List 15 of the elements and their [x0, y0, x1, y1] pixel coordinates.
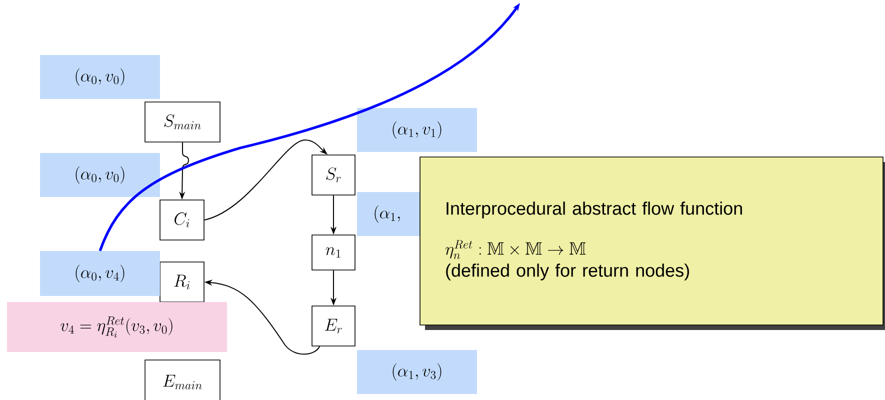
annotation-box: $(\alpha_0, v_0)$	[40, 153, 160, 197]
annotation-box: $(\alpha_1, v_1)$	[357, 108, 477, 152]
process-box: $S_r$	[312, 154, 356, 196]
annotation-box: $(\alpha_0, v_0)$	[40, 55, 160, 99]
process-box: $S_{main}$	[144, 102, 220, 142]
annotation-box: $(\alpha_1,$	[357, 192, 420, 236]
process-box: $E_{main}$	[144, 360, 220, 400]
process-box: $C_i$	[160, 200, 204, 240]
annotation-box: $(\alpha_0, v_4)$	[40, 251, 160, 296]
process-box: $E_r$	[312, 306, 356, 346]
process-box: $n_1$	[312, 234, 356, 270]
annotation-box: $(\alpha_1, v_3)$	[357, 350, 477, 394]
note-box: Interprocedural abstract flow function $\eta_n^{Ret} : \mathbb{M} \times \mathbb{M} \to \mathbb{M}$ (defined only for return nodes)	[420, 156, 885, 330]
formula-box: $v_4 = \eta^{Ret}_{R_i}(v_3, v_0)$	[7, 302, 227, 352]
process-box: $R_i$	[160, 262, 204, 302]
